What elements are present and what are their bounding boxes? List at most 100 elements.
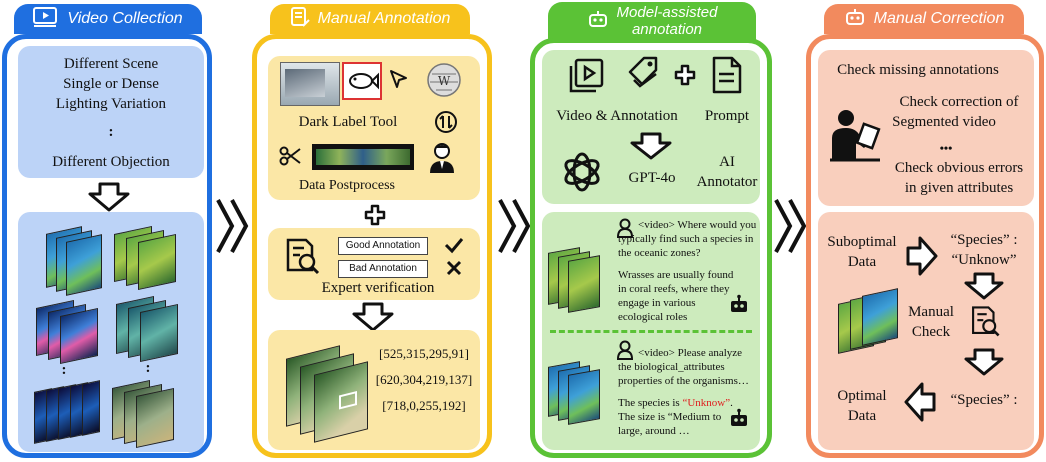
qa2-answer-suffix: . The size is “Medium to large, around …: [618, 397, 733, 437]
suboptimal-label-2: Data: [847, 254, 877, 270]
video-thumbnail: [136, 387, 174, 449]
tool-label: Dark Label Tool: [298, 114, 398, 130]
expert-box: Good Annotation Bad Annotation Expert ve…: [268, 228, 480, 300]
robot-icon: [728, 294, 750, 321]
species-key-1: “Species” :: [950, 232, 1018, 248]
species-key-2: “Species” :: [950, 392, 1018, 408]
svg-text:W: W: [438, 74, 451, 88]
qa2-question: <video> Please analyze the biological_at…: [618, 347, 749, 387]
tag-icon: [626, 54, 662, 99]
robot-icon: [587, 9, 609, 33]
criteria-line-2: Single or Dense: [63, 76, 159, 92]
more-videos-dots: :: [145, 360, 151, 376]
video-thumbnail: [60, 307, 98, 365]
video-thumbnail: [568, 255, 600, 313]
video-collection-panel: [2, 34, 212, 458]
check-errors-1: Check obvious errors: [894, 160, 1024, 176]
wikipedia-globe-icon: W: [426, 62, 462, 103]
qa1-question: <video> Where would you typically find s…: [618, 219, 757, 259]
checkmark-icon: [444, 236, 464, 259]
film-strip-icon: [312, 144, 414, 170]
bbox-result-box: [525,315,295,91] [620,304,219,137] [718,…: [268, 330, 480, 450]
scissors-icon: [278, 144, 302, 173]
down-arrow-icon: [630, 132, 672, 165]
postprocess-label: Data Postprocess: [298, 178, 396, 193]
right-arrow-icon: [906, 236, 938, 281]
manual-correction-tab: Manual Correction: [824, 4, 1024, 34]
robot-icon: [728, 408, 750, 435]
optimal-label-2: Data: [847, 408, 877, 424]
qa2-answer: The species is “Unknow”. The size is “Me…: [618, 396, 734, 438]
criteria-line-1: Different Scene: [63, 56, 159, 72]
person-icon: [428, 142, 456, 179]
gpt-label: GPT-4o: [628, 170, 676, 186]
flow-arrow-icon: [772, 196, 810, 271]
qa2-answer-unknown: “Unknow”: [682, 397, 731, 409]
ai-label-2: Annotator: [696, 174, 758, 190]
video-annotation-label: Video & Annotation: [556, 108, 678, 124]
bad-annotation-label: Bad Annotation: [338, 260, 428, 278]
cross-icon: [446, 260, 462, 281]
check-segmented-2: Segmented video: [892, 114, 996, 130]
divider-dashed: [550, 330, 752, 333]
document-search-icon: [282, 236, 322, 281]
check-ellipsis: •••: [939, 141, 953, 155]
user-icon: [616, 218, 634, 243]
video-thumbnail: [568, 369, 600, 425]
down-arrow-icon: [88, 182, 130, 217]
plus-icon: [364, 204, 386, 231]
ai-label-1: AI: [719, 154, 735, 170]
left-arrow-icon: [904, 382, 936, 427]
video-thumbnail: [138, 233, 176, 291]
cursor-icon: [388, 68, 410, 95]
criteria-line-5: Different Objection: [52, 154, 170, 170]
down-arrow-icon: [964, 348, 1004, 381]
video-collection-title: Video Collection: [67, 10, 183, 27]
fish-icon: [342, 62, 382, 100]
bbox-value: [718,0,255,192]: [382, 398, 466, 413]
user-icon: [616, 340, 634, 365]
video-thumbnail: [140, 303, 178, 363]
model-assisted-tab: Model-assisted annotation: [548, 2, 756, 40]
model-assisted-title-line2: annotation: [631, 21, 703, 38]
video-thumbnail: [66, 234, 102, 296]
robot-icon: [844, 7, 866, 32]
openai-logo-icon: [558, 148, 606, 201]
qa2-answer-prefix: The species is: [618, 397, 683, 409]
video-thumbnail: [82, 380, 100, 436]
qa1-answer: Wrasses are usually found in coral reefs…: [618, 269, 734, 323]
document-pencil-icon: [290, 6, 310, 33]
model-assisted-title-line1: Model-assisted: [616, 4, 718, 21]
check-list-box: Check missing annotations Check correcti…: [818, 50, 1034, 206]
software-screenshot-icon: [280, 62, 340, 106]
plus-icon: [674, 64, 696, 91]
video-icon: [33, 6, 59, 32]
suboptimal-label-1: Suboptimal: [827, 234, 897, 250]
good-annotation-label: Good Annotation: [338, 237, 428, 255]
check-missing: Check missing annotations: [837, 62, 999, 78]
manual-correction-title: Manual Correction: [873, 10, 1005, 27]
flow-arrow-icon: [496, 196, 534, 271]
manual-annotation-title: Manual Annotation: [317, 10, 451, 27]
more-videos-dots: :: [61, 362, 67, 378]
expert-label: Expert verification: [321, 280, 435, 296]
down-arrow-icon: [352, 302, 394, 337]
flow-arrow-icon: [214, 196, 252, 271]
annotated-frame: [314, 361, 368, 443]
manual-check-label-1: Manual: [908, 304, 954, 320]
species-value-1: “Unknow”: [951, 252, 1017, 268]
model-input-box: Video & Annotation Prompt GPT-4o AI Anno…: [542, 50, 760, 204]
prompt-document-icon: [710, 54, 744, 101]
video-library-icon: [566, 56, 606, 101]
check-segmented-1: Check correction of: [899, 94, 1019, 110]
correction-flow-box: Suboptimal Data “Species” : “Unknow” Man…: [818, 212, 1034, 450]
bbox-value: [620,304,219,137]: [375, 372, 473, 387]
down-arrow-icon: [964, 272, 1004, 305]
scene-criteria-box: Different Scene Single or Dense Lighting…: [18, 46, 204, 178]
reviewer-icon: [828, 108, 882, 167]
document-search-icon: [968, 304, 1002, 343]
check-errors-2: in given attributes: [904, 180, 1014, 196]
video-collection-tab: Video Collection: [14, 4, 202, 34]
manual-annotation-panel: [252, 34, 492, 458]
prompt-label: Prompt: [704, 108, 750, 124]
